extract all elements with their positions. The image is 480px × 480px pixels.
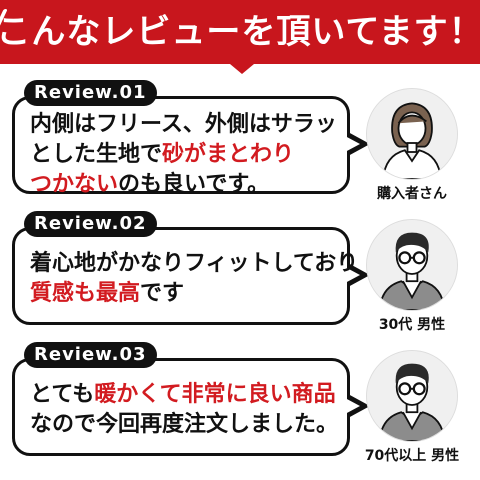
header-notch xyxy=(230,64,254,74)
speech-bubble xyxy=(12,227,350,325)
review-text-segment: なので今回再度注文しました。 xyxy=(30,412,339,437)
review-text: とても暖かくて非常に良い商品 なので今回再度注文しました。 xyxy=(30,380,340,440)
review-line: つかないのも良いです。 xyxy=(30,170,340,200)
reviewer-caption: 70代以上 男性 xyxy=(364,448,460,464)
review-text: 着心地がかなりフィットしており 質感も最高です xyxy=(30,249,358,309)
review-card-1: Review.01 内側はフリース、外側はサラッ とした生地で砂がまとわり つか… xyxy=(6,80,474,205)
reviewer-caption: 30代 男性 xyxy=(378,317,446,333)
speech-bubble-tail xyxy=(345,394,370,418)
review-text-highlight: 砂がまとわり xyxy=(162,142,295,167)
review-text: 内側はフリース、外側はサラッ とした生地で砂がまとわり つかないのも良いです。 xyxy=(30,110,340,200)
review-text-segment: 着心地がかなりフィットしており xyxy=(30,251,359,276)
review-line: なので今回再度注文しました。 xyxy=(30,410,340,440)
review-line: 質感も最高です xyxy=(30,279,340,309)
review-text-segment: とした生地で xyxy=(30,142,163,167)
header-inner: こんなレビューを頂いてます！ xyxy=(0,8,480,56)
review-text-segment: 内側はフリース、外側はサラッ xyxy=(30,112,337,137)
page-title: こんなレビューを頂いてます！ xyxy=(0,12,480,52)
review-line: 着心地がかなりフィットしており xyxy=(30,249,358,279)
review-text-highlight: 暖かくて非常に良い商品 xyxy=(94,382,336,407)
review-badge: Review.03 xyxy=(24,342,157,368)
review-line: とした生地で砂がまとわり xyxy=(30,140,340,170)
header-banner: こんなレビューを頂いてます！ xyxy=(0,0,480,64)
speech-bubble-tail xyxy=(345,263,370,287)
review-line: 内側はフリース、外側はサラッ xyxy=(30,110,340,140)
review-badge: Review.02 xyxy=(24,211,157,237)
man-glasses-icon xyxy=(366,219,458,311)
man-glasses-icon xyxy=(366,350,458,442)
review-text-segment: とても xyxy=(30,382,95,407)
review-line: とても暖かくて非常に良い商品 xyxy=(30,380,340,410)
review-card-3: Review.03 とても暖かくて非常に良い商品 なので今回再度注文しました。 … xyxy=(6,342,474,467)
woman-icon xyxy=(366,88,458,180)
review-text-highlight: つかない xyxy=(30,172,119,197)
speech-bubble-tail xyxy=(345,132,370,156)
speech-bubble xyxy=(12,96,350,194)
review-text-segment: です xyxy=(140,281,185,306)
review-text-highlight: 質感も最高 xyxy=(30,281,141,306)
review-badge: Review.01 xyxy=(24,80,157,106)
reviewer-caption: 購入者さん xyxy=(377,186,447,202)
review-text-segment: のも良いです。 xyxy=(118,172,270,197)
review-card-2: Review.02 着心地がかなりフィットしており 質感も最高です 30代 男性 xyxy=(6,211,474,336)
